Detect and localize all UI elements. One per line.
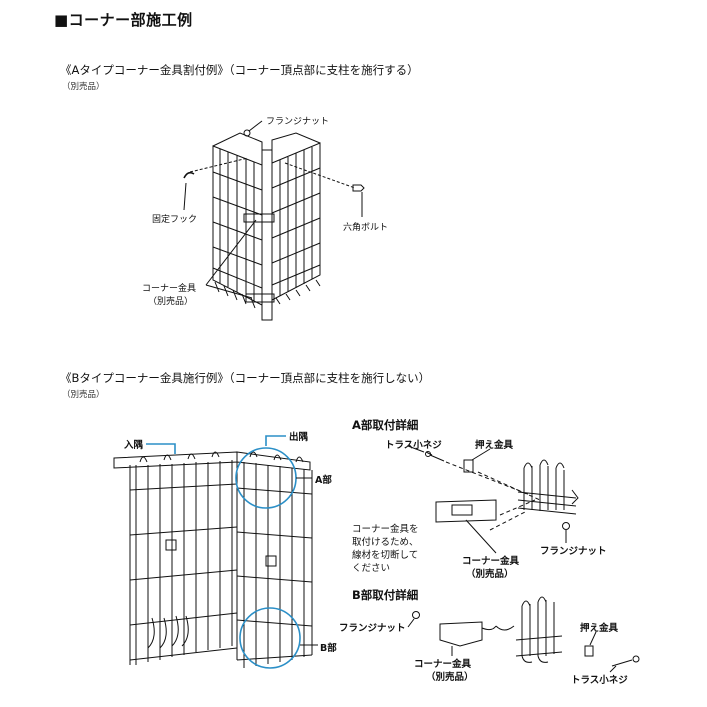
section-a-heading: 《Aタイプコーナー金具割付例》（コーナー頂点部に支柱を施行する） — [60, 63, 419, 77]
label-outer-corner: 出隅 — [289, 432, 309, 443]
label-inner-corner: 入隅 — [124, 440, 144, 451]
detail-a-press-fitting: 押え金具 — [475, 440, 514, 451]
label-hex-bolt: 六角ボルト — [343, 223, 389, 233]
detail-b-flange-nut: フランジナット — [339, 623, 406, 634]
detail-a-heading: A部取付詳細 — [352, 418, 419, 432]
detail-b-truss-screw: トラス小ネジ — [571, 675, 628, 686]
detail-b-sold-separately: （別売品） — [426, 672, 474, 683]
detail-a-flange-nut: フランジナット — [540, 546, 607, 557]
page-title: ■コーナー部施工例 — [54, 11, 193, 29]
section-b-sub: （別売品） — [62, 390, 105, 400]
label-sold-separately-a: （別売品） — [148, 297, 194, 307]
section-b-heading: 《Bタイプコーナー金具施行例》（コーナー頂点部に支柱を施行しない） — [60, 371, 431, 385]
detail-a-note: コーナー金具を 取付けるため、 線材を切断して ください — [352, 523, 419, 575]
detail-a-sold-separately: （別売品） — [466, 569, 514, 580]
label-part-b: B部 — [320, 643, 337, 654]
detail-b-heading: B部取付詳細 — [352, 588, 419, 602]
label-part-a: A部 — [315, 475, 332, 486]
note-line: 線材を切断して — [352, 550, 419, 561]
label-corner-fitting-a: コーナー金具 — [142, 284, 197, 294]
detail-b-press-fitting: 押え金具 — [580, 623, 619, 634]
label-flange-nut-a: フランジナット — [266, 117, 330, 127]
detail-b-corner-fitting: コーナー金具 — [414, 659, 472, 670]
section-a-sub: （別売品） — [62, 82, 105, 92]
note-line: 取付けるため、 — [352, 537, 419, 548]
detail-a-truss-screw: トラス小ネジ — [385, 440, 442, 451]
note-line: コーナー金具を — [352, 524, 419, 535]
note-line: ください — [352, 563, 391, 574]
label-fixing-hook: 固定フック — [152, 215, 198, 225]
detail-a-corner-fitting: コーナー金具 — [462, 556, 520, 567]
